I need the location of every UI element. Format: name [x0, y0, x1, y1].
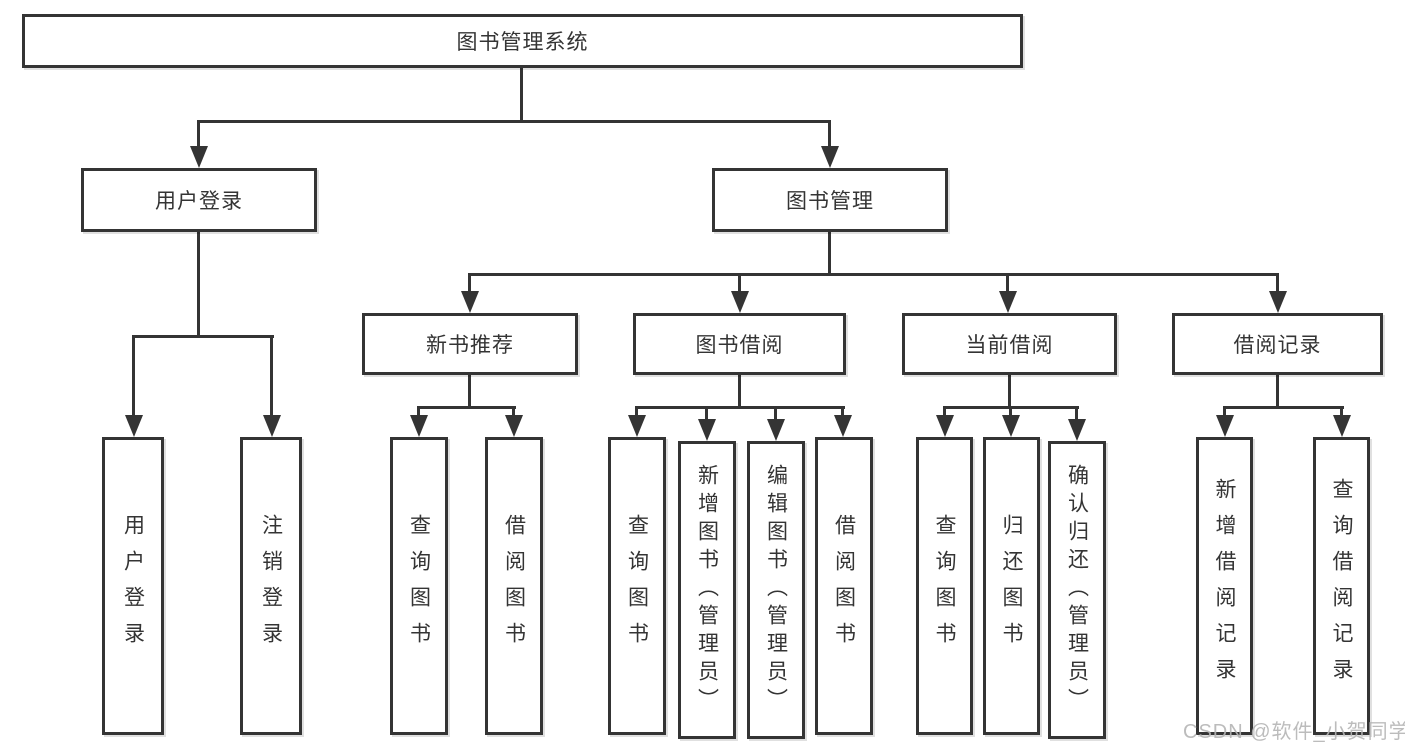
arrowhead-icon: [731, 291, 749, 313]
edge-drop-nbr-borrow-books: [512, 406, 515, 415]
node-cb-return-books-label: 归还图书: [1000, 514, 1023, 658]
node-new-book-recommend: 新书推荐: [362, 313, 578, 375]
node-nbr-borrow-books-label: 借阅图书: [502, 514, 526, 658]
arrowhead-icon: [821, 146, 839, 168]
node-br-query-record-label: 查询借阅记录: [1330, 478, 1353, 694]
edge-bus-borrow-records-children: [1223, 406, 1344, 409]
node-nbr-query-books: 查询图书: [390, 437, 448, 735]
edge-stub-book-management: [828, 232, 831, 273]
edge-drop-borrow-records: [1276, 273, 1279, 291]
edge-drop-bb-borrow-books: [841, 406, 844, 415]
node-new-book-recommend-label: 新书推荐: [426, 334, 514, 357]
arrowhead-icon: [505, 415, 523, 437]
node-leaf-logout-label: 注销登录: [259, 514, 283, 658]
node-root-label: 图书管理系统: [456, 31, 589, 54]
node-user-login-label: 用户登录: [155, 190, 243, 213]
edge-drop-cb-query-books: [943, 406, 946, 415]
edge-drop-leaf-logout: [270, 335, 273, 415]
edge-drop-user-login: [197, 120, 200, 146]
edge-stub-current-borrow: [1008, 375, 1011, 406]
node-cb-return-books: 归还图书: [983, 437, 1040, 735]
edge-drop-cb-confirm-return: [1075, 406, 1078, 419]
node-leaf-user-login-label: 用户登录: [121, 514, 145, 658]
csdn-watermark: CSDN @软件_小贺同学: [1183, 721, 1405, 743]
node-cb-query-books-label: 查询图书: [933, 514, 956, 658]
node-leaf-logout: 注销登录: [240, 437, 302, 735]
arrowhead-icon: [1333, 415, 1351, 437]
arrowhead-icon: [461, 291, 479, 313]
node-cb-confirm-return-admin: 确认归还（管理员）: [1048, 441, 1106, 739]
edge-drop-leaf-user-login: [132, 335, 135, 415]
node-bb-add-books-admin-label: 新增图书（管理员）: [695, 464, 719, 716]
edge-drop-new-book-recommend: [468, 273, 471, 291]
arrowhead-icon: [410, 415, 428, 437]
arrowhead-icon: [628, 415, 646, 437]
node-book-borrow-label: 图书借阅: [695, 334, 784, 357]
node-br-query-record: 查询借阅记录: [1313, 437, 1370, 735]
arrowhead-icon: [999, 291, 1017, 313]
edge-drop-bb-add-books: [705, 406, 708, 419]
edge-stub-borrow-records: [1276, 375, 1279, 406]
node-current-borrow-label: 当前借阅: [965, 334, 1054, 357]
node-borrow-records-label: 借阅记录: [1233, 334, 1322, 357]
edge-drop-br-query-record: [1340, 406, 1343, 415]
node-br-add-record: 新增借阅记录: [1196, 437, 1253, 735]
node-bb-add-books-admin: 新增图书（管理员）: [678, 441, 736, 739]
node-bb-edit-books-admin: 编辑图书（管理员）: [747, 441, 805, 739]
node-leaf-user-login: 用户登录: [102, 437, 164, 735]
node-book-management: 图书管理: [712, 168, 948, 232]
edge-drop-bb-query-books: [635, 406, 638, 415]
edge-drop-current-borrow: [1006, 273, 1009, 291]
arrowhead-icon: [263, 415, 281, 437]
node-bb-borrow-books-label: 借阅图书: [832, 514, 856, 658]
arrowhead-icon: [1068, 419, 1086, 441]
edge-bus-new-book-recommend-children: [417, 406, 516, 409]
arrowhead-icon: [190, 146, 208, 168]
node-bb-query-books-label: 查询图书: [625, 514, 649, 658]
arrowhead-icon: [834, 415, 852, 437]
edge-drop-cb-return-books: [1009, 406, 1012, 415]
arrowhead-icon: [125, 415, 143, 437]
node-book-management-label: 图书管理: [786, 190, 874, 213]
node-user-login: 用户登录: [81, 168, 317, 232]
arrowhead-icon: [698, 419, 716, 441]
edge-stub-book-borrow: [738, 375, 741, 406]
node-current-borrow: 当前借阅: [902, 313, 1117, 375]
node-borrow-records: 借阅记录: [1172, 313, 1383, 375]
edge-drop-book-borrow: [738, 273, 741, 291]
edge-drop-bb-edit-books: [774, 406, 777, 419]
edge-drop-br-add-record: [1223, 406, 1226, 415]
node-cb-confirm-return-admin-label: 确认归还（管理员）: [1065, 464, 1089, 716]
node-bb-borrow-books: 借阅图书: [815, 437, 873, 735]
edge-bus-level1: [197, 120, 831, 123]
node-root: 图书管理系统: [22, 14, 1023, 68]
edge-drop-book-management: [828, 120, 831, 146]
arrowhead-icon: [1269, 291, 1287, 313]
edge-bus-user-login-children: [132, 335, 274, 338]
node-bb-query-books: 查询图书: [608, 437, 666, 735]
node-nbr-query-books-label: 查询图书: [407, 514, 431, 658]
edge-bus-book-management-children: [468, 273, 1279, 276]
node-nbr-borrow-books: 借阅图书: [485, 437, 543, 735]
node-book-borrow: 图书借阅: [633, 313, 846, 375]
node-cb-query-books: 查询图书: [916, 437, 973, 735]
edge-drop-nbr-query-books: [417, 406, 420, 415]
arrowhead-icon: [767, 419, 785, 441]
node-br-add-record-label: 新增借阅记录: [1213, 478, 1236, 694]
edge-stub-user-login: [197, 232, 200, 335]
arrowhead-icon: [936, 415, 954, 437]
arrowhead-icon: [1002, 415, 1020, 437]
arrowhead-icon: [1216, 415, 1234, 437]
node-bb-edit-books-admin-label: 编辑图书（管理员）: [764, 464, 788, 716]
edge-stub-new-book-recommend: [468, 375, 471, 406]
edge-bus-book-borrow-children: [635, 406, 845, 409]
edge-stub-root: [520, 68, 523, 120]
